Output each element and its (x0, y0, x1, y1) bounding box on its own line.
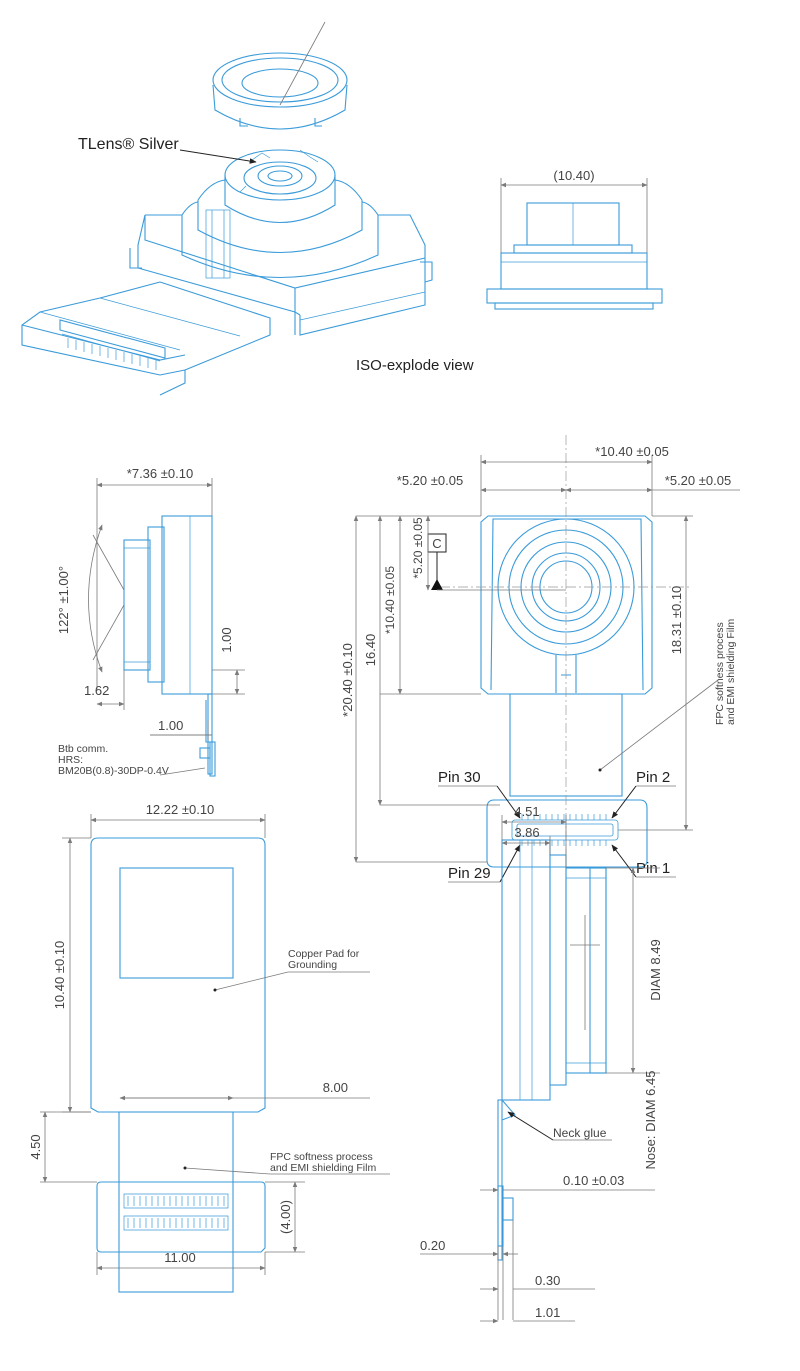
iso-view-label: ISO-explode view (356, 357, 474, 374)
depth-dim-2: 4.51 (514, 804, 539, 819)
pin-29-label: Pin 29 (448, 865, 491, 882)
total-length-dim: *20.40 ±0.10 (340, 643, 355, 717)
pin-1-label: Pin 1 (636, 860, 670, 877)
pin-2-label: Pin 2 (636, 769, 670, 786)
back-height-dim: 10.40 ±0.10 (52, 941, 67, 1010)
back-view: 12.22 ±0.10 10.40 ±0.10 Copper Pad for G… (28, 802, 390, 1293)
top-fpc-note: FPC softness process and EMI shielding F… (714, 619, 737, 725)
small-front-view: (10.40) (486, 168, 663, 310)
nose-dim: Nose: DIAM 6.45 (643, 1071, 658, 1170)
lens-diam-dim: DIAM 8.49 (648, 939, 663, 1000)
body-height-dim: *10.40 ±0.05 (383, 566, 397, 634)
neck-dim: 4.50 (28, 1134, 43, 1159)
fpc-offset-dim: 1.00 (158, 718, 183, 733)
pin-row-dim: 16.40 (363, 634, 378, 667)
conn-width-dim: 11.00 (164, 1250, 196, 1265)
lens-barrel (181, 149, 379, 279)
side-view-2: DIAM 8.49 4.51 3.86 Neck glue 0.10 ±0.03… (420, 804, 663, 1324)
connector-dim: 18.31 ±0.10 (669, 586, 684, 655)
side-view: 122° ±1.00° *7.36 ±0.10 1.62 1.00 1.00 B… (56, 466, 245, 777)
half-left-dim: *5.20 ±0.05 (397, 473, 463, 488)
iso-connector (59, 319, 166, 370)
stiffener-dim: 0.20 (420, 1238, 445, 1253)
top-total-width-dim: *10.40 ±0.05 (595, 444, 669, 459)
pad-width-dim: 8.00 (323, 1080, 348, 1095)
tlens-label: TLens® Silver (78, 136, 179, 153)
fpc-ribbon (21, 281, 271, 396)
lens-offset-dim: 1.62 (84, 683, 109, 698)
front-width-dim: (10.40) (553, 168, 594, 183)
iso-explode-view: TLens® Silver ISO-explode view (21, 21, 474, 396)
connector-thk-dim: 0.30 (535, 1273, 560, 1288)
back-width-dim: 12.22 ±0.10 (146, 802, 215, 817)
fov-dim: 122° ±1.00° (56, 566, 71, 634)
lens-cap (212, 52, 348, 130)
top-view: *10.40 ±0.05 *5.20 ±0.05 *5.20 ±0.05 C *… (340, 435, 740, 895)
housing-block (129, 214, 433, 336)
back-fpc-note: FPC softness process and EMI shielding F… (270, 1151, 376, 1174)
connector-note: Btb comm. HRS: BM20B(0.8)-30DP-0.4V (58, 743, 169, 777)
base-height-dim: 1.00 (219, 627, 234, 652)
conn-height-dim: (4.00) (278, 1200, 293, 1234)
center-v-dim: *5.20 ±0.05 (411, 517, 425, 579)
neck-glue-note: Neck glue (553, 1126, 607, 1140)
side-depth-dim: *7.36 ±0.10 (127, 466, 193, 481)
datum-c: C (432, 536, 441, 551)
pin-30-label: Pin 30 (438, 769, 481, 786)
pad-note: Copper Pad for Grounding (288, 948, 362, 971)
fpc-thickness-dim: 0.10 ±0.03 (563, 1173, 624, 1188)
body-dim-2: 3.86 (514, 825, 539, 840)
half-right-dim: *5.20 ±0.05 (665, 473, 731, 488)
total-thk-dim: 1.01 (535, 1305, 560, 1320)
